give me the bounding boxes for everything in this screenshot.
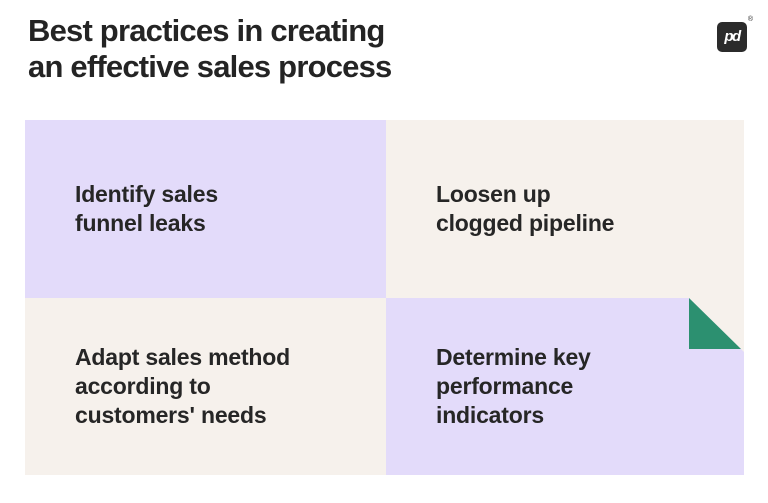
- page-title: Best practices in creating an effective …: [28, 13, 392, 85]
- card-label-line: customers' needs: [75, 402, 267, 428]
- card-determine-key-performance-indicators: Determine key performance indicators: [386, 298, 744, 475]
- registered-trademark-icon: ®: [747, 16, 753, 23]
- pandadoc-logo: pd ®: [717, 16, 753, 52]
- page-title-line-1: Best practices in creating: [28, 13, 385, 48]
- card-label-line: Adapt sales method: [75, 344, 290, 370]
- best-practices-grid: Identify sales funnel leaks Loosen up cl…: [25, 120, 744, 475]
- pandadoc-logo-monogram: pd: [724, 27, 741, 45]
- card-label: Adapt sales method according to customer…: [75, 343, 386, 430]
- card-label-line: according to: [75, 373, 211, 399]
- card-identify-sales-funnel-leaks: Identify sales funnel leaks: [25, 120, 386, 298]
- card-label-line: indicators: [436, 402, 544, 428]
- card-loosen-up-clogged-pipeline: Loosen up clogged pipeline: [386, 120, 744, 298]
- card-label: Loosen up clogged pipeline: [436, 180, 744, 238]
- card-adapt-sales-method: Adapt sales method according to customer…: [25, 298, 386, 475]
- card-label: Determine key performance indicators: [436, 343, 744, 430]
- card-label-line: Loosen up: [436, 181, 551, 207]
- page-title-line-2: an effective sales process: [28, 49, 392, 84]
- card-label: Identify sales funnel leaks: [75, 180, 386, 238]
- card-label-line: performance: [436, 373, 574, 399]
- card-label-line: funnel leaks: [75, 210, 206, 236]
- card-label-line: Determine key: [436, 344, 591, 370]
- card-label-line: clogged pipeline: [436, 210, 615, 236]
- card-label-line: Identify sales: [75, 181, 218, 207]
